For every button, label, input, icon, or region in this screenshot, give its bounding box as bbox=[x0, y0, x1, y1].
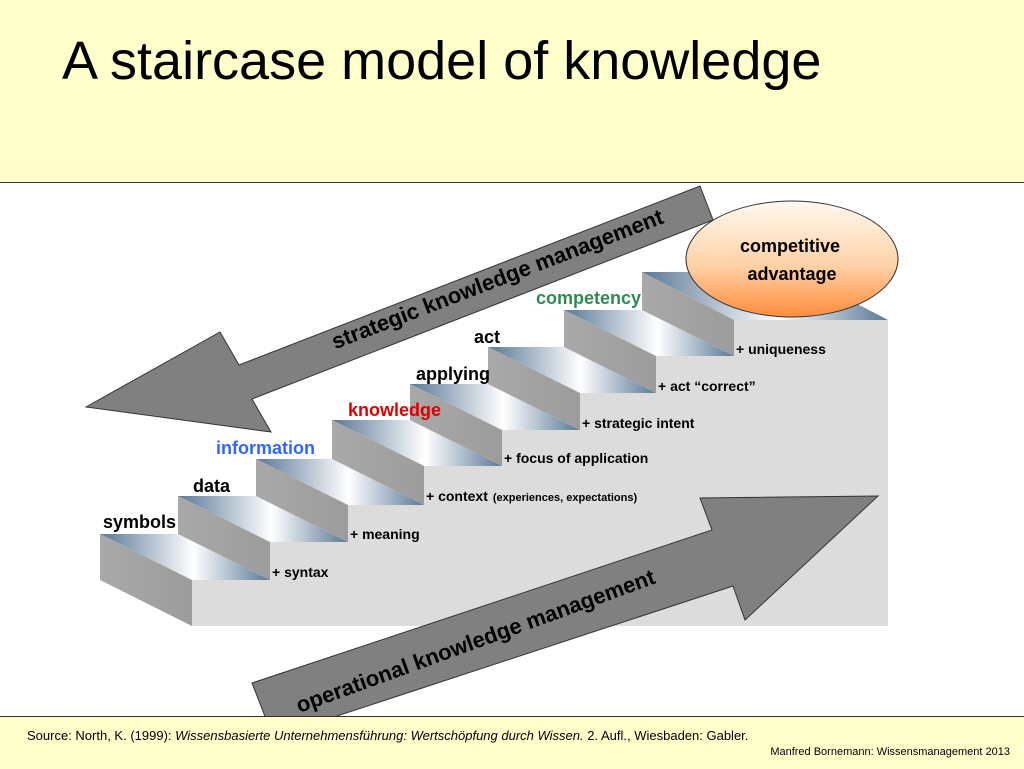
step-7 bbox=[564, 310, 734, 393]
source-suffix: 2. Aufl., Wiesbaden: Gabler. bbox=[583, 728, 749, 743]
step-label-competency: competency bbox=[536, 288, 641, 308]
increment-uniqueness: + uniqueness bbox=[736, 341, 826, 357]
increment-act-correct: + act “correct” bbox=[658, 378, 756, 394]
footer-bar: Source: North, K. (1999): Wissensbasiert… bbox=[0, 716, 1024, 769]
increment-strategic-intent: + strategic intent bbox=[582, 415, 695, 431]
increment-context: + context (experiences, expectations) bbox=[426, 488, 637, 504]
step-label-symbols: symbols bbox=[103, 512, 176, 532]
ellipse-line-1: competitive bbox=[740, 236, 840, 256]
step-5 bbox=[410, 384, 580, 466]
ellipse-line-2: advantage bbox=[747, 264, 836, 284]
step-label-knowledge: knowledge bbox=[348, 400, 441, 420]
step-4 bbox=[332, 420, 502, 505]
step-label-applying: applying bbox=[416, 364, 490, 384]
increment-focus: + focus of application bbox=[504, 450, 648, 466]
step-label-data: data bbox=[193, 476, 231, 496]
increment-context-note: (experiences, expectations) bbox=[493, 492, 638, 504]
increment-context-main: + context bbox=[426, 488, 488, 504]
increment-syntax: + syntax bbox=[272, 564, 329, 580]
competitive-advantage-ellipse: competitive advantage bbox=[685, 200, 899, 318]
title-bar: A staircase model of knowledge bbox=[0, 0, 1024, 183]
staircase-diagram: symbols data information knowledge apply… bbox=[84, 185, 899, 716]
step-label-act: act bbox=[474, 327, 500, 347]
increment-meaning: + meaning bbox=[350, 526, 420, 542]
source-citation: Source: North, K. (1999): Wissensbasiert… bbox=[27, 728, 748, 743]
author-credit: Manfred Bornemann: Wissensmanagement 201… bbox=[770, 746, 1010, 758]
source-title: Wissensbasierte Unternehmensführung: Wer… bbox=[175, 728, 584, 743]
step-2 bbox=[178, 496, 348, 580]
slide-title: A staircase model of knowledge bbox=[62, 31, 822, 91]
step-6 bbox=[488, 347, 656, 430]
step-3 bbox=[256, 459, 424, 542]
step-1 bbox=[100, 534, 270, 626]
step-label-information: information bbox=[216, 438, 315, 458]
source-prefix: Source: North, K. (1999): bbox=[27, 728, 176, 743]
